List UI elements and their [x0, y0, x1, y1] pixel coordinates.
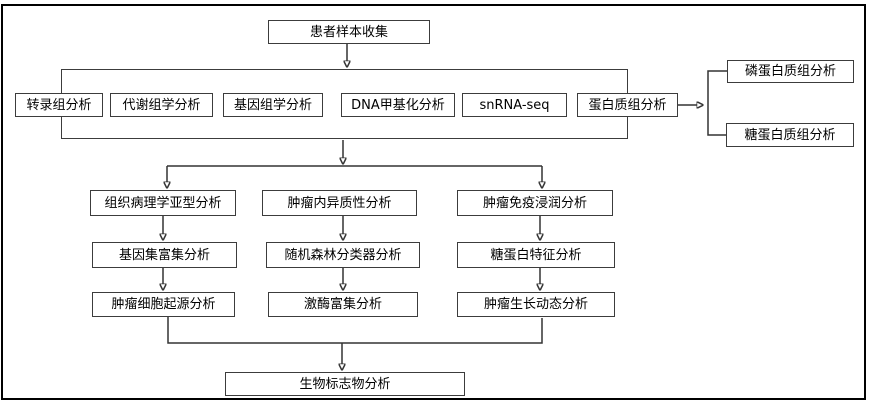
node-tumor-cell-origin: 肿瘤细胞起源分析 [92, 292, 235, 317]
node-random-forest-classifier: 随机森林分类器分析 [266, 242, 420, 268]
node-histopathology-subtype: 组织病理学亚型分析 [90, 190, 236, 216]
merge-line [167, 317, 543, 344]
node-metabolomics: 代谢组学分析 [110, 93, 213, 117]
node-snrna-seq: snRNA-seq [462, 93, 567, 117]
node-glycoproteomics: 糖蛋白质组分析 [726, 123, 854, 147]
node-proteomics: 蛋白质组分析 [577, 93, 678, 117]
node-patient-sample-collection: 患者样本收集 [268, 20, 430, 44]
node-transcriptomics: 转录组分析 [15, 93, 103, 117]
node-phosphoproteomics: 磷蛋白质组分析 [727, 60, 854, 83]
node-genomics: 基因组学分析 [223, 93, 323, 117]
node-tumor-immune-infiltration: 肿瘤免疫浸润分析 [457, 190, 613, 216]
node-dna-methylation: DNA甲基化分析 [341, 93, 455, 117]
node-tumor-growth-dynamics: 肿瘤生长动态分析 [457, 292, 615, 317]
node-intratumor-heterogeneity: 肿瘤内异质性分析 [262, 190, 417, 216]
node-glycoprotein-signature: 糖蛋白特征分析 [457, 242, 615, 268]
node-kinase-enrichment: 激酶富集分析 [268, 292, 418, 317]
node-gene-set-enrichment: 基因集富集分析 [92, 242, 237, 268]
outer-border [1, 4, 866, 400]
proteomics-split-line [707, 70, 727, 136]
node-biomarker-analysis: 生物标志物分析 [225, 372, 465, 396]
